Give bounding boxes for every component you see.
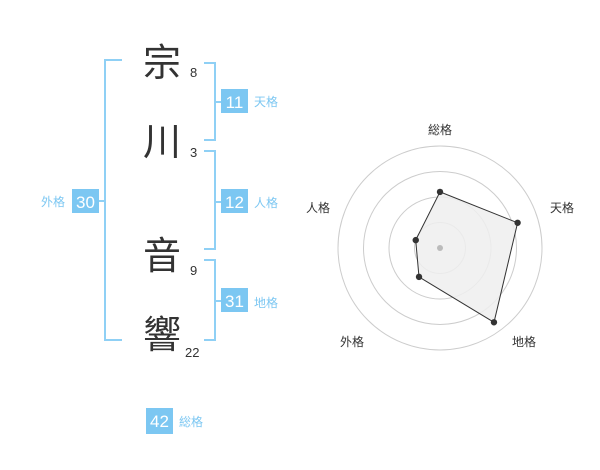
- name-char-3: 音: [143, 234, 182, 278]
- name-char-1: 宗: [143, 41, 182, 85]
- axis-label-soukaku: 総格: [428, 122, 452, 137]
- chikaku-tick: [214, 300, 221, 302]
- name-char-2: 川: [143, 120, 182, 164]
- radar-point-3: [490, 319, 498, 326]
- stroke-count-4: 22: [185, 345, 200, 360]
- axis-label-tenkaku: 天格: [550, 200, 574, 215]
- radar-points: [412, 188, 521, 326]
- soukaku-label: 総格: [179, 415, 204, 429]
- stroke-count-1: 8: [190, 65, 198, 80]
- jinkaku-badge: 12: [221, 189, 248, 213]
- radar-point-1: [436, 188, 444, 196]
- gaikaku-tick: [98, 200, 106, 202]
- stroke-count-2: 3: [190, 145, 198, 160]
- gaikaku-label: 外格: [41, 195, 66, 209]
- axis-label-gaikaku: 外格: [340, 334, 364, 349]
- radar-point-4: [415, 273, 423, 281]
- radar-area: [415, 191, 519, 324]
- tenkaku-tick: [214, 101, 221, 103]
- axis-label-jinkaku: 人格: [306, 200, 330, 215]
- tenkaku-label: 天格: [254, 95, 279, 109]
- soukaku-badge: 42: [146, 408, 173, 434]
- name-char-4: 響: [143, 313, 182, 357]
- chikaku-badge: 31: [221, 288, 248, 312]
- chikaku-label: 地格: [254, 296, 279, 310]
- radar-ring: [337, 145, 543, 351]
- radar-ring: [363, 171, 517, 325]
- jinkaku-bracket: [204, 150, 216, 250]
- tenkaku-badge: 11: [221, 89, 248, 113]
- radar-point-2: [514, 219, 521, 226]
- jinkaku-label: 人格: [254, 196, 279, 210]
- jinkaku-tick: [214, 201, 221, 203]
- radar-point-5: [412, 236, 419, 244]
- fortune-radar-chart: 総格 天格 地格 外格 人格: [306, 122, 574, 351]
- stroke-count-3: 9: [190, 263, 198, 278]
- radar-center: [437, 245, 443, 251]
- axis-label-chikaku: 地格: [512, 334, 536, 349]
- gaikaku-bracket: [104, 59, 122, 341]
- gaikaku-badge: 30: [72, 189, 99, 213]
